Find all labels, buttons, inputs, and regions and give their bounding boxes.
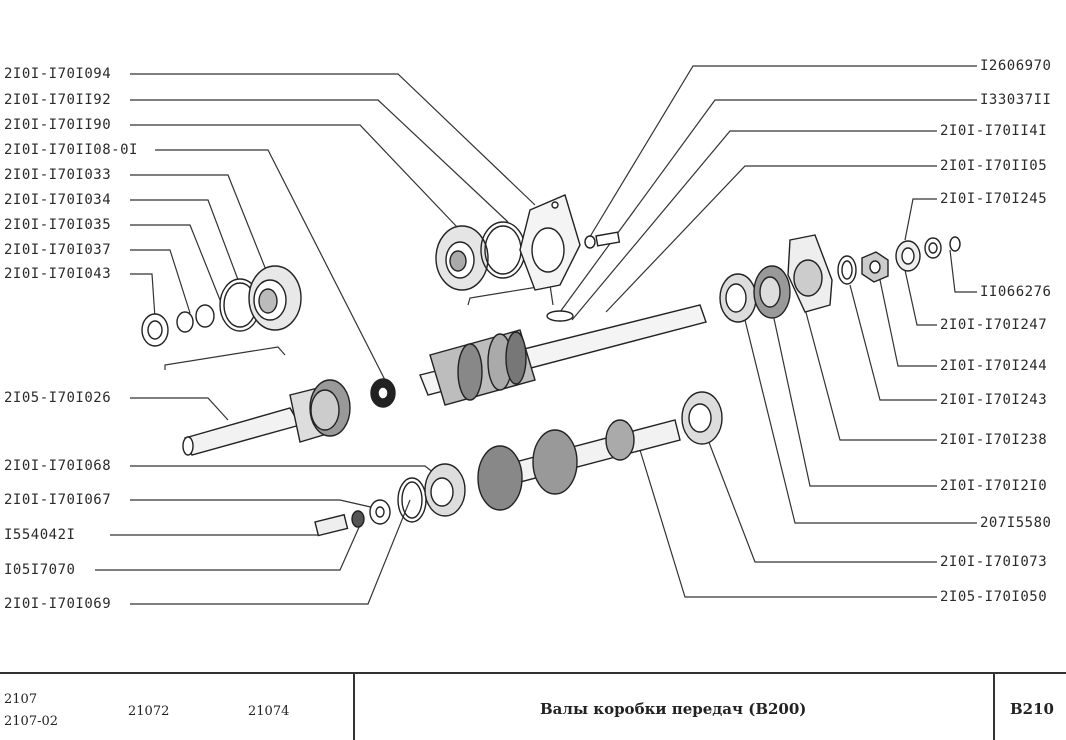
- footer-divider: [993, 674, 995, 740]
- part-label: 2I0I-I70I069: [4, 596, 112, 612]
- part-label: 2I0I-I70I035: [4, 217, 112, 233]
- part-label: 2I0I-I70I068: [4, 458, 112, 474]
- part-label: I554042I: [4, 527, 76, 543]
- bracket-line: [164, 346, 286, 370]
- part-label: 2I0I-I70I073: [940, 554, 1048, 570]
- bearing-plate: [519, 194, 581, 291]
- part-label: 2I0I-I70II90: [4, 117, 112, 133]
- model-code: 2107: [4, 692, 38, 707]
- part-label: 2I0I-I70II4I: [940, 123, 1048, 139]
- clip: [949, 236, 961, 252]
- model-code: 21074: [248, 704, 290, 719]
- washer-right: [924, 237, 942, 259]
- footer-divider: [0, 672, 1066, 674]
- washer-low: [369, 499, 391, 525]
- part-label: 2I0I-I70I034: [4, 192, 112, 208]
- part-label: I2606970: [980, 58, 1052, 74]
- part-label: 2I0I-I70I094: [4, 66, 112, 82]
- small-ring: [176, 311, 194, 333]
- flange: [787, 234, 833, 313]
- part-label: I05I7070: [4, 562, 76, 578]
- page-title: Валы коробки передач (В200): [540, 700, 807, 718]
- bearing-layshaft: [681, 391, 723, 445]
- part-label: 2I05-I70I026: [4, 390, 112, 406]
- part-label: 2I0I-I70I037: [4, 242, 112, 258]
- model-code: 2107-02: [4, 714, 59, 729]
- layshaft: [477, 419, 681, 511]
- lock-washer: [351, 510, 365, 528]
- exploded-view-diagram: [95, 65, 977, 605]
- part-label: 2I0I-I70II08-0I: [4, 142, 138, 158]
- model-code: 21072: [128, 704, 170, 719]
- page-code: В210: [1010, 700, 1054, 718]
- footer-divider: [353, 674, 355, 740]
- part-label: 207I5580: [980, 515, 1052, 531]
- part-label: 2I0I-I70I043: [4, 266, 112, 282]
- input-shaft: [182, 379, 351, 456]
- bearing-left: [248, 265, 302, 331]
- snap-ring-low: [397, 477, 427, 523]
- needle-bearing: [370, 378, 396, 408]
- part-label: 2I0I-I70II05: [940, 158, 1048, 174]
- nut: [861, 251, 889, 283]
- snap-ring-large: [219, 278, 261, 332]
- main-shaft: [419, 304, 707, 406]
- bearing-top: [435, 225, 489, 291]
- spacer: [895, 240, 921, 272]
- part-label: 2I0I-I70I238: [940, 432, 1048, 448]
- leader-lines-right: [559, 65, 977, 598]
- part-label: 2I0I-I70I245: [940, 191, 1048, 207]
- bolt: [314, 513, 349, 537]
- washer: [195, 304, 215, 328]
- bolt-small: [584, 231, 621, 249]
- part-label: I33037II: [980, 92, 1052, 108]
- part-label: II066276: [980, 284, 1052, 300]
- leader-lines-left: [95, 73, 536, 605]
- gear-right: [753, 265, 791, 319]
- part-label: 2I0I-I70I2I0: [940, 478, 1048, 494]
- bearing-right: [719, 273, 757, 323]
- part-label: 2I0I-I70I067: [4, 492, 112, 508]
- part-label: 2I0I-I70II92: [4, 92, 112, 108]
- seal-right: [837, 255, 857, 285]
- seal-ring: [141, 313, 169, 347]
- part-label: 2I0I-I70I033: [4, 167, 112, 183]
- part-label: 2I0I-I70I243: [940, 392, 1048, 408]
- title-block: 2107 2107-02 21072 21074 Валы коробки пе…: [0, 672, 1066, 740]
- part-label: 2I0I-I70I244: [940, 358, 1048, 374]
- bearing-low: [424, 463, 466, 517]
- part-label: 2I0I-I70I247: [940, 317, 1048, 333]
- part-label: 2I05-I70I050: [940, 589, 1048, 605]
- bracket-line: [467, 284, 554, 306]
